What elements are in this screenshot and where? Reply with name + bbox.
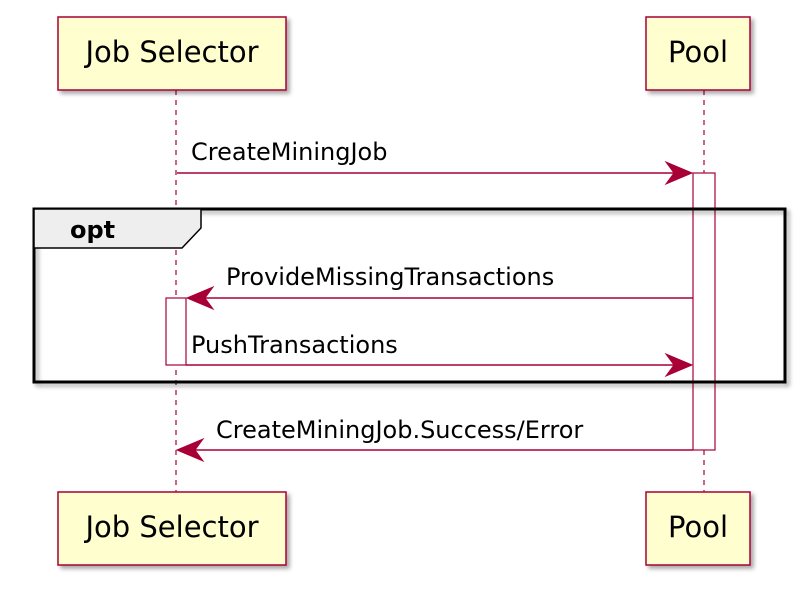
- fragment-frame: [32, 207, 787, 384]
- participant-label: Job Selector: [83, 510, 258, 544]
- message-create-mining-job-result: CreateMiningJob.Success/Error: [175, 416, 693, 463]
- arrow-head: [185, 285, 215, 311]
- message-create-mining-job: CreateMiningJob: [177, 138, 694, 186]
- participant-pool-top: Pool: [645, 16, 751, 91]
- participant-job-selector-top: Job Selector: [57, 16, 287, 91]
- message-label: CreateMiningJob.Success/Error: [216, 416, 583, 444]
- pool-activation-bar: [692, 172, 716, 451]
- fragment-tab: [33, 208, 202, 249]
- message-label: PushTransactions: [191, 331, 398, 359]
- opt-fragment: opt: [32, 207, 787, 384]
- participant-label: Pool: [668, 510, 728, 544]
- fragment-label: opt: [70, 216, 115, 244]
- participant-job-selector-bottom: Job Selector: [57, 491, 287, 566]
- participant-pool-bottom: Pool: [645, 491, 751, 566]
- message-label: CreateMiningJob: [191, 138, 387, 166]
- arrow-head: [175, 437, 205, 463]
- arrow-head: [664, 352, 694, 378]
- message-label: ProvideMissingTransactions: [226, 263, 554, 291]
- participant-label: Job Selector: [83, 35, 258, 69]
- message-provide-missing-transactions: ProvideMissingTransactions: [185, 263, 693, 311]
- message-push-transactions: PushTransactions: [186, 331, 694, 378]
- job-selector-activation-bar: [165, 297, 187, 366]
- arrow-head: [664, 160, 694, 186]
- participant-label: Pool: [668, 35, 728, 69]
